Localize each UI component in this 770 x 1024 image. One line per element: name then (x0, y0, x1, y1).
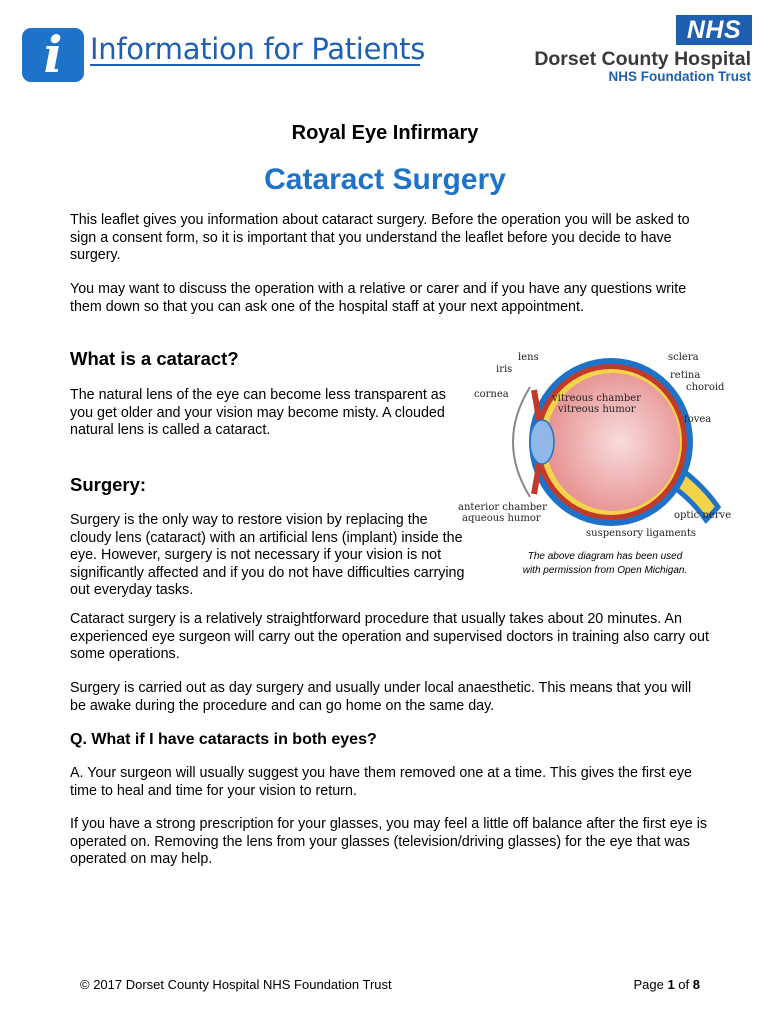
surgery-paragraph-3: Surgery is carried out as day surgery an… (70, 680, 692, 714)
surgery-paragraph-1: Surgery is the only way to restore visio… (70, 512, 465, 599)
label-vitreous-2: vitreous humor (557, 404, 636, 415)
cornea-shape (512, 386, 531, 498)
qa-paragraph-2: If you have a strong prescription for yo… (70, 816, 708, 868)
label-anterior-1: anterior chamber (458, 502, 547, 513)
label-cornea: cornea (474, 389, 509, 400)
department-name: Royal Eye Infirmary (291, 122, 479, 144)
what-is-paragraph: The natural lens of the eye can become l… (70, 387, 446, 439)
section-heading-surgery: Surgery: (70, 474, 147, 495)
lens-shape (529, 419, 555, 465)
nhs-logo: NHS (676, 15, 752, 45)
diagram-caption: The above diagram has been used with per… (522, 551, 688, 576)
info-icon: i (22, 25, 84, 84)
label-vitreous-1: vitreous chamber (551, 393, 641, 404)
label-suspensory: suspensory ligaments (586, 528, 696, 539)
label-fovea: fovea (684, 414, 711, 425)
footer-page-number: Page 1 of 8 (633, 977, 700, 992)
answer-paragraph: A. Your surgeon will usually suggest you… (70, 765, 692, 799)
trust-name: Dorset County Hospital (534, 48, 751, 70)
intro-paragraph-1: This leaflet gives you information about… (70, 212, 690, 264)
label-iris: iris (496, 364, 512, 375)
iris-shape (531, 389, 543, 495)
eye-anatomy-diagram: lens iris cornea sclera retina choroid v… (458, 352, 731, 539)
trust-subtitle: NHS Foundation Trust (608, 69, 752, 84)
label-anterior-2: aqueous humor (462, 513, 541, 524)
label-choroid: choroid (686, 382, 725, 393)
label-sclera: sclera (668, 352, 699, 363)
page-title: Cataract Surgery (264, 163, 506, 196)
label-lens: lens (518, 352, 539, 363)
label-retina: retina (670, 370, 700, 381)
section-heading-what-is: What is a cataract? (70, 348, 239, 369)
vitreous-shape (546, 373, 680, 511)
surgery-paragraph-2: Cataract surgery is a relatively straigh… (70, 611, 709, 663)
footer-copyright: © 2017 Dorset County Hospital NHS Founda… (80, 977, 392, 992)
question-heading: Q. What if I have cataracts in both eyes… (70, 731, 377, 748)
label-optic-nerve: optic nerve (674, 510, 731, 521)
intro-paragraph-2: You may want to discuss the operation wi… (70, 281, 687, 315)
title-underline (90, 64, 420, 66)
leaflet-type-title: Information for Patients (90, 32, 426, 66)
